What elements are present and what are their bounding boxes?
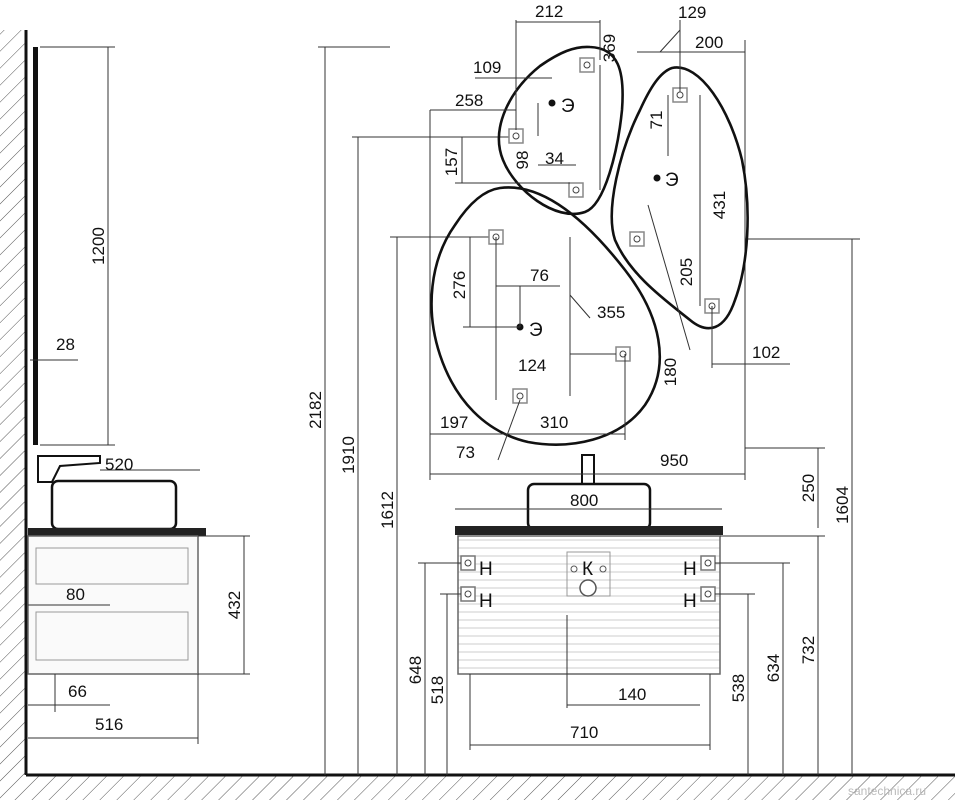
socket-mark: Э: [665, 170, 679, 191]
dim-top-depth: 520: [105, 455, 133, 474]
dim-mixer-height: 250: [799, 474, 818, 502]
dim-drawer-inset: 80: [66, 585, 85, 604]
dim-right-d1: 129: [678, 3, 706, 22]
dim-top-d3: 109: [473, 58, 501, 77]
watermark: santechnica.ru: [848, 784, 926, 798]
wall-floor: [0, 30, 955, 800]
mixer-side: [37, 455, 101, 483]
dim-mirror-mount-upper: 1910: [339, 436, 358, 474]
dim-right-d5: 205: [677, 258, 696, 286]
dim-right-d6: 102: [752, 343, 780, 362]
dim-right-d2: 200: [695, 33, 723, 52]
dim-supply-lower-left: 518: [428, 676, 447, 704]
supply-label: Н: [479, 559, 493, 580]
dim-supply-lower-right: 538: [729, 674, 748, 702]
dim-right-d7: 180: [661, 358, 680, 386]
dim-wall-to-top: 1604: [833, 486, 852, 524]
dim-supply-upper-left: 648: [406, 656, 425, 684]
socket-mark: Э: [529, 320, 543, 341]
dim-left-d7: 73: [456, 443, 475, 462]
dim-cabinet-body-width: 710: [570, 723, 598, 742]
supply-label: Н: [683, 559, 697, 580]
dim-cabinet-depth: 516: [95, 715, 123, 734]
dim-left-d6: 310: [540, 413, 568, 432]
dim-top-d5: 157: [442, 148, 461, 176]
dim-top-d6: 98: [513, 151, 532, 170]
mirror-left: Э 276 76 355 124 197 310 73: [430, 186, 662, 462]
dim-right-d3: 71: [647, 111, 666, 130]
dim-top-d1: 212: [535, 2, 563, 21]
supply-label: Н: [479, 591, 493, 612]
dim-mirror-depth: 28: [56, 335, 75, 354]
socket-mark: Э: [561, 96, 575, 117]
dim-drain-offset: 140: [618, 685, 646, 704]
dim-left-d3: 355: [597, 303, 625, 322]
dim-basin-width: 800: [570, 491, 598, 510]
dim-mirror-height: 1200: [89, 227, 108, 265]
cabinet-front: [457, 535, 721, 675]
front-view: 2182 1910 1612 1604 250 800 950 К: [306, 40, 860, 775]
mirror-top: Э 212 369 109 258 157 98 34: [430, 2, 624, 216]
dim-right-d4: 431: [710, 191, 729, 219]
supply-points: Н Н Н Н: [460, 555, 716, 612]
dim-top-d2: 369: [600, 34, 619, 62]
mixer-front: [581, 454, 595, 485]
drain-label: К: [582, 559, 593, 580]
countertop-front: [455, 526, 723, 535]
dim-leg-offset: 66: [68, 682, 87, 701]
mirror-right: Э 129 200 71 431 205 102 180: [610, 3, 790, 386]
dim-cabinet-height: 432: [225, 591, 244, 619]
dim-left-d2: 76: [530, 266, 549, 285]
countertop-side: [28, 528, 206, 536]
supply-label: Н: [683, 591, 697, 612]
dim-left-d4: 124: [518, 356, 546, 375]
mirror-side: [33, 47, 38, 445]
dim-mirror-mount-lower: 1612: [378, 491, 397, 529]
dim-counter-width: 950: [660, 451, 688, 470]
side-view: 1200 28 520 432 80 66 516: [27, 46, 250, 744]
dim-total-height: 2182: [306, 391, 325, 429]
dim-supply-upper-right: 634: [764, 654, 783, 682]
dim-top-d7: 34: [545, 149, 564, 168]
basin-side: [50, 479, 178, 531]
dim-top-d4: 258: [455, 91, 483, 110]
dim-left-d1: 276: [450, 271, 469, 299]
dim-cabinet-top-right: 732: [799, 636, 818, 664]
dim-left-d5: 197: [440, 413, 468, 432]
